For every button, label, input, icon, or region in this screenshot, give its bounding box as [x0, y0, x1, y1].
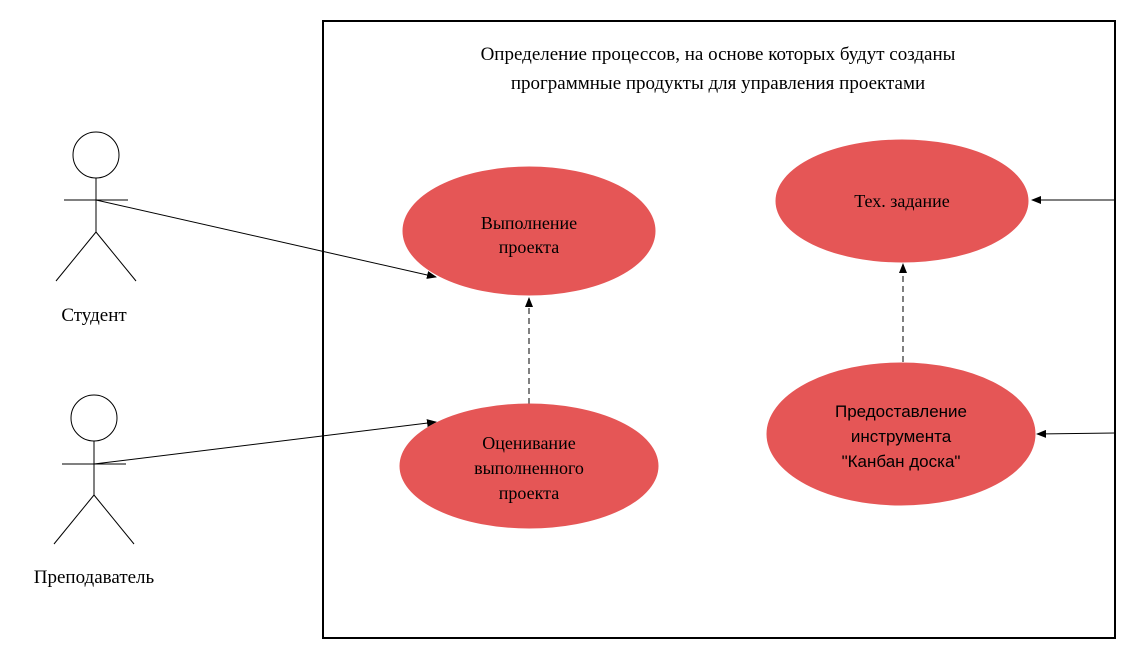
usecase-kanban-tool-line2: инструмента — [851, 427, 952, 446]
assoc-teacher-evaluation — [93, 419, 437, 465]
usecase-project-evaluation-line2: выполненного — [474, 458, 584, 478]
usecase-project-execution[interactable]: Выполнение проекта — [402, 166, 656, 296]
actor-student-label: Студент — [61, 305, 127, 326]
usecase-project-evaluation-line1: Оценивание — [482, 433, 575, 453]
usecase-tech-spec[interactable]: Тех. задание — [775, 139, 1029, 263]
assoc-student-execution — [95, 199, 437, 279]
usecase-tech-spec-line1: Тех. задание — [854, 191, 950, 211]
usecase-project-evaluation[interactable]: Оценивание выполненного проекта — [399, 403, 659, 529]
usecase-project-execution-line2: проекта — [499, 237, 559, 257]
actor-teacher-label: Преподаватель — [34, 567, 155, 588]
system-boundary — [322, 20, 1116, 639]
incoming-kanban — [1036, 429, 1116, 438]
actor-student-head — [72, 131, 120, 179]
actor-teacher-head — [70, 394, 118, 442]
usecase-kanban-tool-line1: Предоставление — [835, 402, 967, 421]
system-title-line2: программные продукты для управления прое… — [511, 73, 925, 94]
usecase-kanban-tool-line3: "Канбан доска" — [842, 452, 961, 471]
actor-student[interactable]: Студент — [55, 131, 137, 326]
usecase-project-execution-line1: Выполнение — [481, 213, 577, 233]
actor-teacher[interactable]: Преподаватель — [34, 394, 155, 588]
system-title-line1: Определение процессов, на основе которых… — [481, 44, 956, 65]
usecase-project-evaluation-line3: проекта — [499, 483, 559, 503]
usecase-kanban-tool[interactable]: Предоставление инструмента "Канбан доска… — [766, 362, 1036, 506]
